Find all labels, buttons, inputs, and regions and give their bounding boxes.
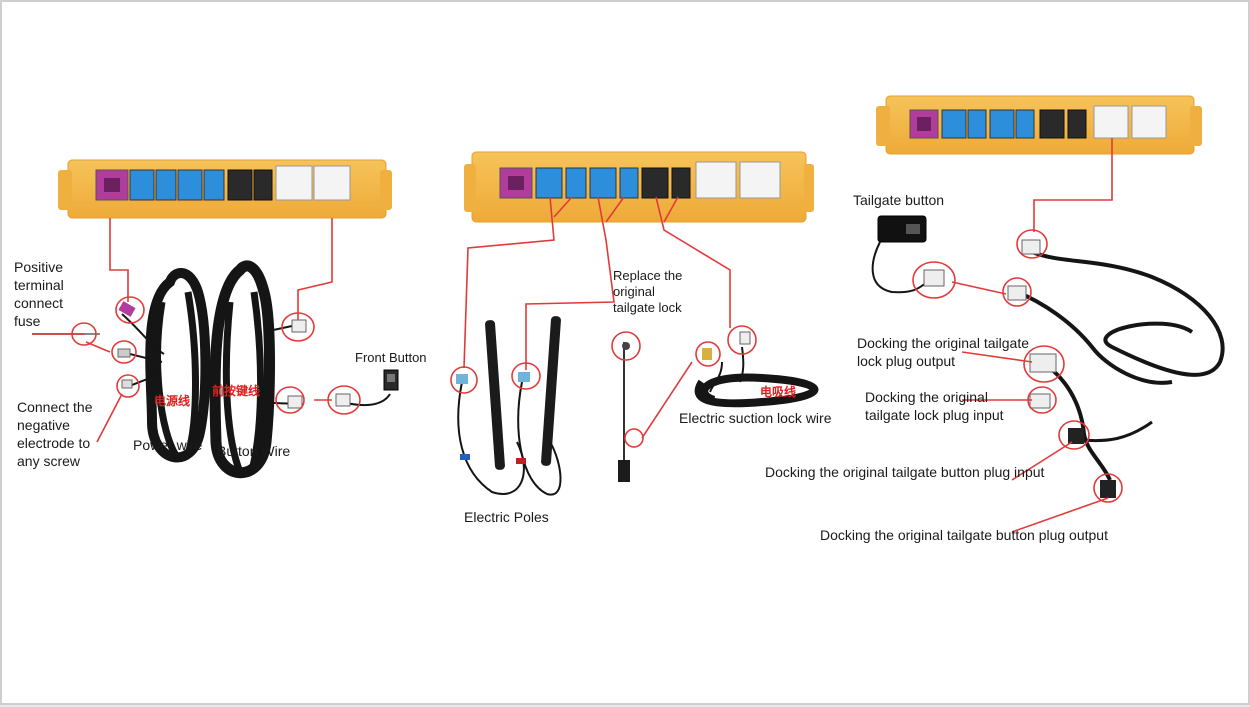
label-button-plug-input: Docking the original tailgate button plu… bbox=[765, 464, 1045, 480]
red-callout-circles bbox=[71, 229, 1123, 503]
suction-lock-cable bbox=[694, 331, 819, 408]
tailgate-lock-part bbox=[618, 342, 630, 482]
label-front-button: Front Button bbox=[355, 350, 427, 365]
tailgate-button-part bbox=[871, 215, 945, 294]
label-button-plug-output: Docking the original tailgate button plu… bbox=[820, 527, 1108, 543]
cable-tag-power: 电源线 bbox=[154, 394, 191, 408]
label-button-wire: Button Wire bbox=[217, 443, 291, 459]
label-lock-plug-output: Docking the original tailgate lock plug … bbox=[857, 335, 1029, 369]
label-replace-lock: Replace the original tailgate lock bbox=[613, 268, 683, 315]
button-wire-coil bbox=[209, 260, 303, 479]
cable-tag-button: 前按键线 bbox=[212, 384, 261, 398]
label-negative-electrode: Connect the negative electrode to any sc… bbox=[17, 399, 93, 469]
electric-poles bbox=[456, 316, 562, 496]
control-module-3 bbox=[876, 95, 1202, 155]
label-power-wire: Power wire bbox=[133, 437, 203, 453]
cable-tag-lock: 电吸线 bbox=[760, 385, 797, 399]
power-wire-coil bbox=[121, 268, 211, 463]
control-module-1 bbox=[58, 159, 392, 219]
control-module-2 bbox=[464, 151, 814, 223]
label-positive-terminal: Positive terminal connect fuse bbox=[14, 259, 64, 329]
label-electric-poles: Electric Poles bbox=[464, 509, 549, 525]
main-harness bbox=[1007, 239, 1225, 498]
label-suction-lock-wire: Electric suction lock wire bbox=[679, 410, 832, 426]
red-leader-lines bbox=[32, 138, 1113, 533]
label-lock-plug-input: Docking the original tailgate lock plug … bbox=[865, 389, 1004, 423]
label-tailgate-button: Tailgate button bbox=[853, 192, 945, 208]
